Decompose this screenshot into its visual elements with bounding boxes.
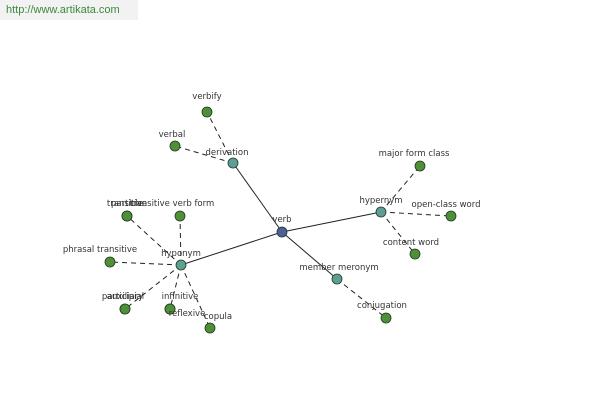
node-label-phrasal-transitive[interactable]: phrasal transitive	[63, 245, 137, 255]
edge-verb-to-derivation	[232, 162, 283, 233]
node-verbify[interactable]	[201, 106, 213, 118]
edge-derivation-to-verbal	[174, 145, 234, 164]
edge-derivation-to-verbify	[206, 111, 234, 164]
edge-verb-to-member-meronym	[281, 231, 338, 280]
node-member-meronym[interactable]	[331, 273, 343, 285]
node-major-form-class[interactable]	[414, 160, 426, 172]
node-copula[interactable]	[204, 322, 216, 334]
edge-hyponym-to-transitive	[126, 215, 182, 266]
node-hyponym[interactable]	[175, 259, 187, 271]
node-label-open-class-word[interactable]: open-class word	[412, 200, 481, 210]
node-label-hypernym[interactable]: hypernym	[359, 196, 402, 206]
node-label-infinitive[interactable]: infinitive	[162, 292, 199, 302]
node-label-verbify[interactable]: verbify	[192, 92, 221, 102]
site-url-link[interactable]: http://www.artikata.com	[6, 4, 120, 16]
edge-hyponym-to-participial	[124, 264, 182, 310]
node-auxiliary[interactable]	[119, 303, 131, 315]
edge-hypernym-to-major-form-class	[380, 165, 421, 213]
node-phrasal-transitive[interactable]	[104, 256, 116, 268]
node-verb[interactable]	[276, 226, 288, 238]
edge-verb-to-hypernym	[281, 211, 382, 233]
node-label-transitive[interactable]: transitive	[107, 199, 147, 209]
node-verbal[interactable]	[169, 140, 181, 152]
edge-hypernym-to-open-class-word	[380, 211, 452, 217]
edge-member-meronym-to-conjugation	[336, 278, 387, 319]
node-transitive-verb-form[interactable]	[174, 210, 186, 222]
node-label-auxiliary[interactable]: auxiliary	[107, 292, 143, 302]
labels-layer: verb derivation hypernym hyponym member mero…	[63, 92, 481, 322]
node-label-derivation[interactable]: derivation	[205, 148, 248, 158]
node-reflexive[interactable]	[164, 303, 176, 315]
url-bar: http://www.artikata.com	[0, 0, 138, 20]
edge-hyponym-to-transitive-verb-form	[179, 215, 182, 266]
node-label-copula[interactable]: copula	[204, 312, 232, 322]
node-content-word[interactable]	[409, 248, 421, 260]
node-hypernym[interactable]	[375, 206, 387, 218]
node-label-content-word[interactable]: content word	[383, 238, 439, 248]
node-label-hyponym[interactable]: hyponym	[161, 249, 201, 259]
node-open-class-word[interactable]	[445, 210, 457, 222]
edges-layer	[109, 111, 452, 329]
node-particle[interactable]	[121, 210, 133, 222]
edge-hyponym-to-phrasal-transitive	[109, 261, 182, 266]
node-label-conjugation[interactable]: conjugation	[357, 301, 407, 311]
node-label-transitive-verb-form[interactable]: transitive verb form	[130, 199, 215, 209]
edge-hypernym-to-content-word	[380, 211, 416, 255]
edge-hyponym-to-infinitive	[169, 264, 182, 310]
edge-hyponym-to-copula	[180, 264, 211, 329]
node-label-verb[interactable]: verb	[272, 215, 291, 225]
edge-verb-to-hyponym	[180, 231, 283, 266]
node-label-participial[interactable]: participial	[102, 292, 144, 302]
node-label-major-form-class[interactable]: major form class	[379, 149, 450, 159]
node-label-verbal[interactable]: verbal	[159, 130, 186, 140]
node-label-reflexive[interactable]: reflexive	[169, 309, 206, 319]
node-label-particle[interactable]: particle	[111, 199, 143, 209]
node-conjugation[interactable]	[380, 312, 392, 324]
node-label-member-meronym[interactable]: member meronym	[299, 263, 378, 273]
nodes-layer	[104, 106, 457, 334]
node-derivation[interactable]	[227, 157, 239, 169]
